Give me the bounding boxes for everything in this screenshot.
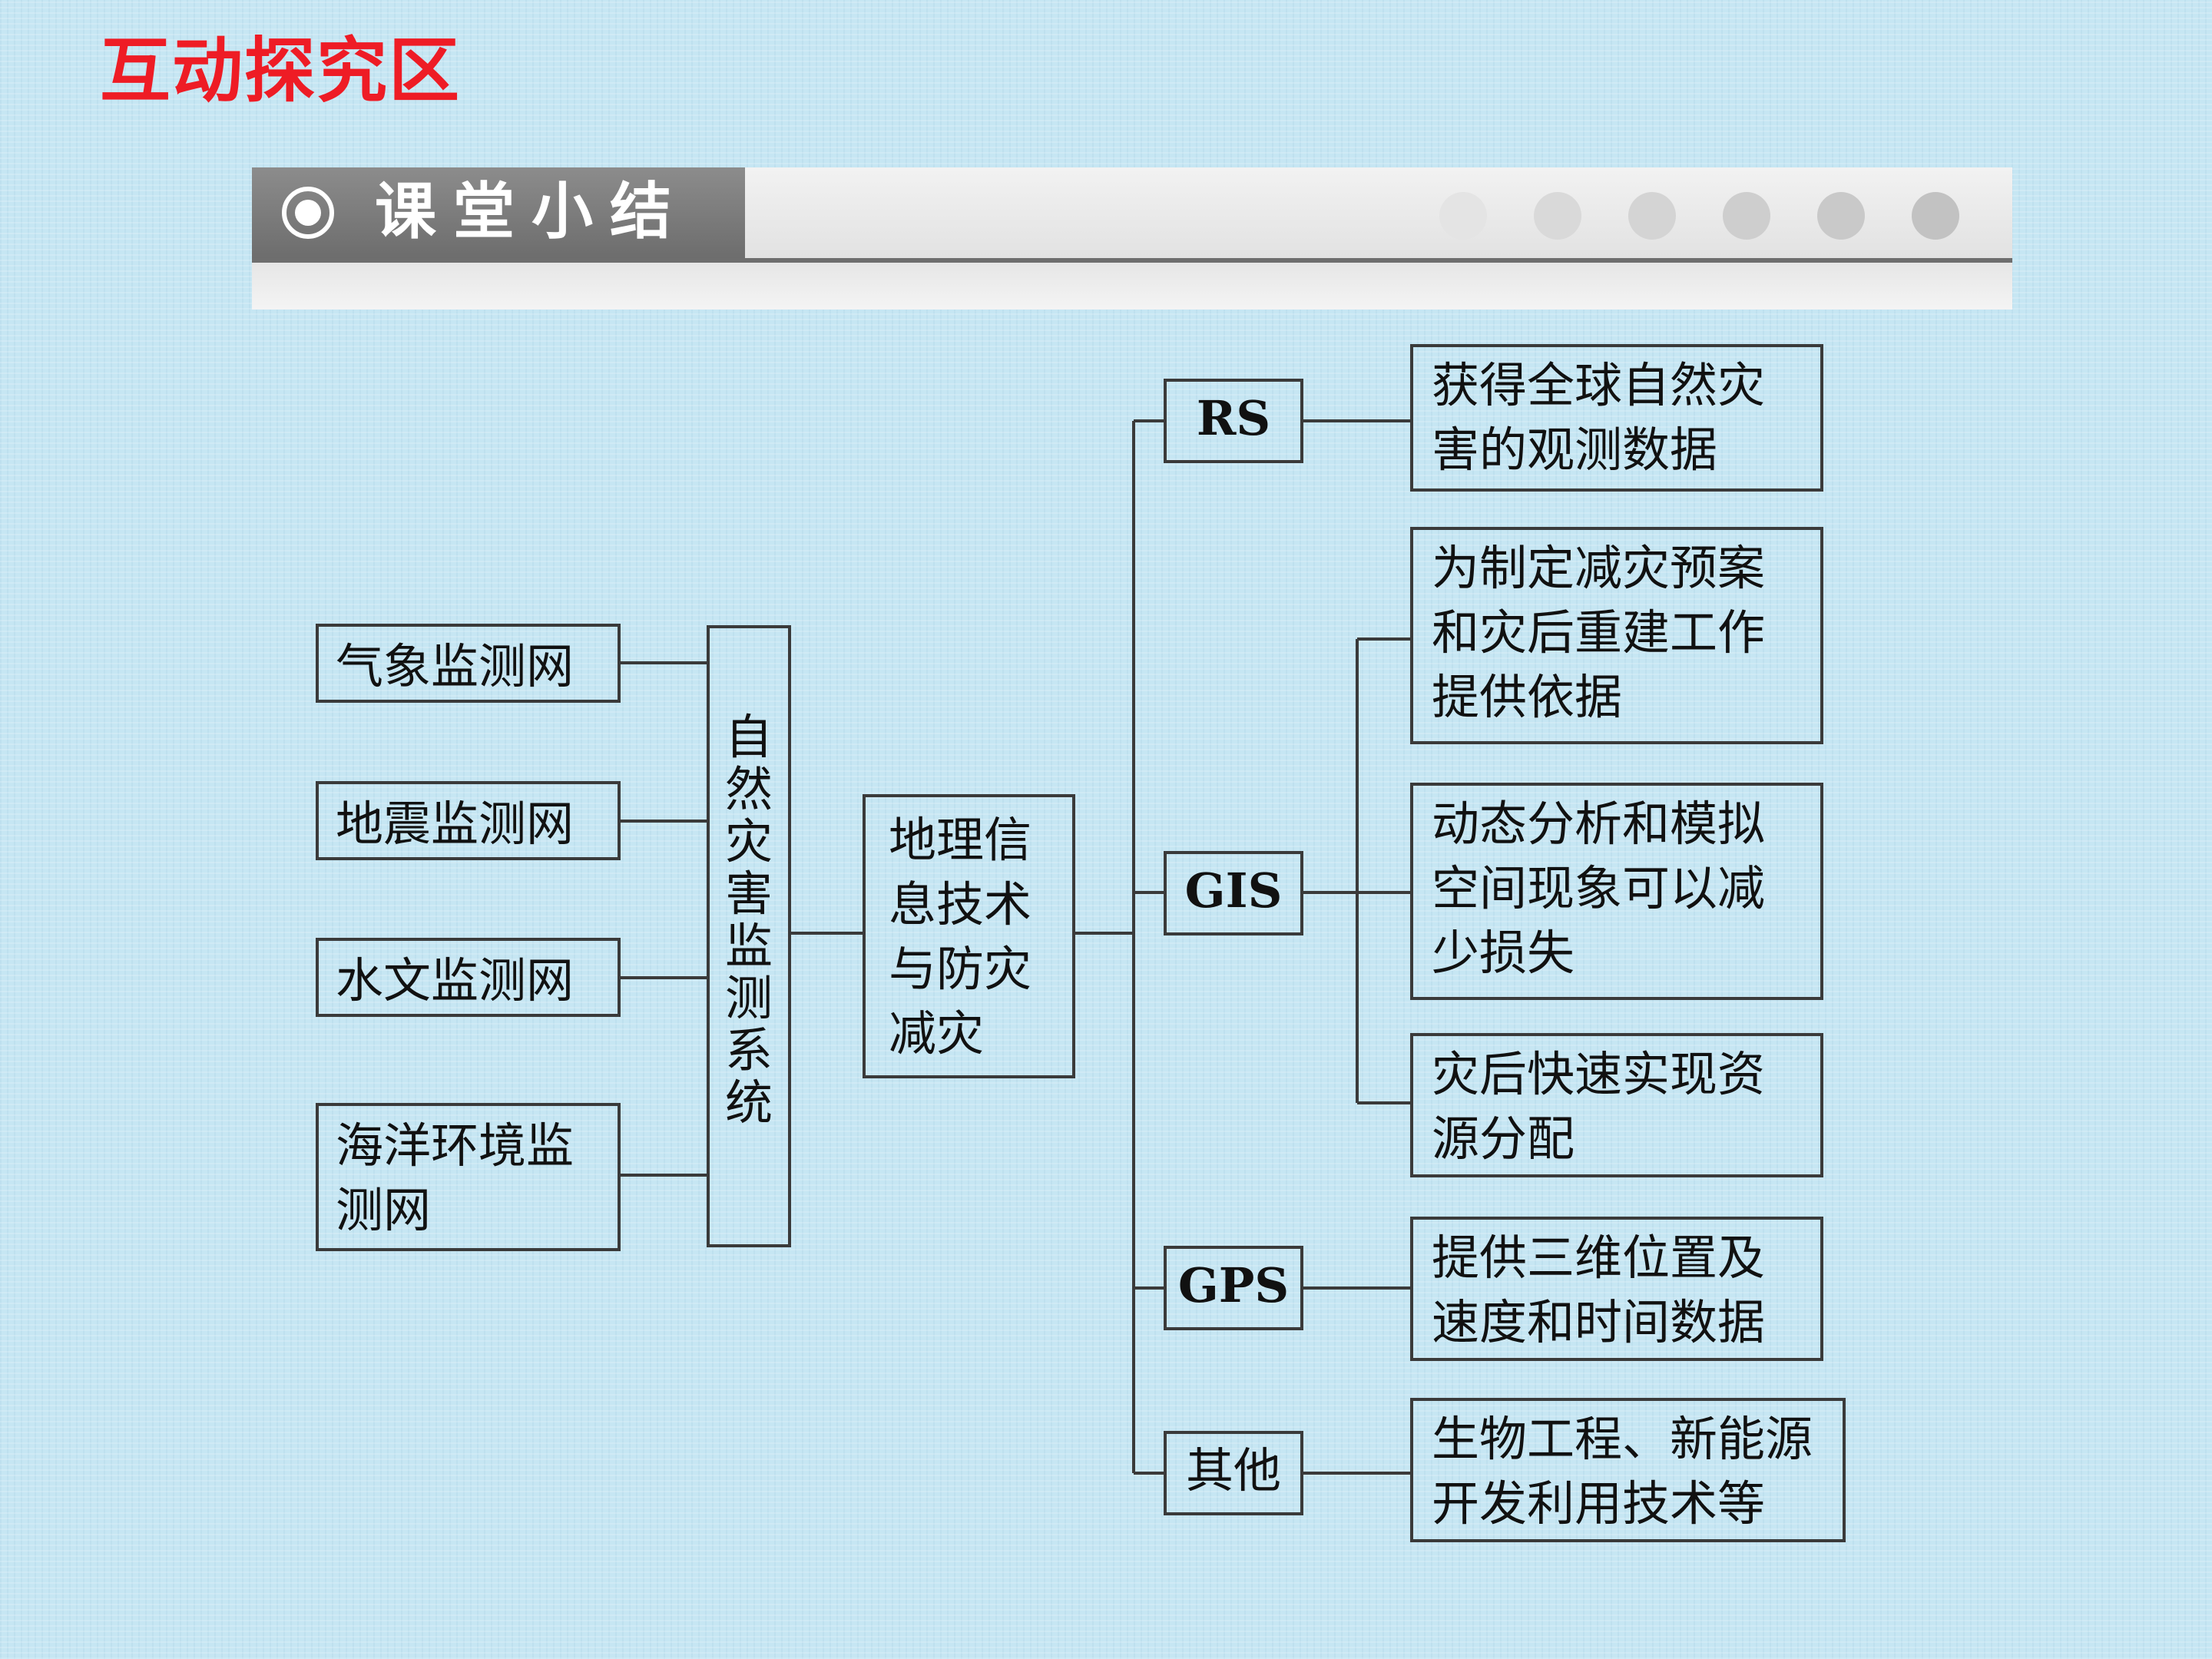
monitoring-system-box: 自然灾害监测系统 [707, 625, 791, 1247]
tech-label: RS [1196, 390, 1271, 446]
network-label: 气象监测网 [336, 638, 575, 694]
desc-text: 获得全球自然灾害的观测数据 [1432, 357, 1766, 478]
tech-label: GPS [1177, 1257, 1290, 1313]
banner-divider [252, 258, 2012, 263]
desc-rs: 获得全球自然灾害的观测数据 [1410, 344, 1823, 492]
banner-dot [1912, 192, 1959, 240]
banner-dot [1439, 192, 1487, 240]
network-label: 地震监测网 [336, 796, 575, 852]
page-title: 互动探究区 [100, 30, 462, 112]
desc-gis-2: 动态分析和模拟空间现象可以减少损失 [1410, 783, 1823, 1000]
desc-text: 动态分析和模拟空间现象可以减少损失 [1432, 796, 1766, 981]
network-label: 海洋环境监测网 [336, 1118, 575, 1238]
monitoring-system-label: 自然灾害监测系统 [725, 709, 773, 1131]
tech-gps: GPS [1164, 1246, 1303, 1330]
center-topic-label: 地理信息技术与防灾减灾 [889, 812, 1032, 1061]
section-banner: 课堂小结 [252, 167, 2012, 310]
banner-shadow [252, 263, 2012, 310]
network-ocean: 海洋环境监测网 [316, 1103, 621, 1251]
desc-text: 提供三维位置及速度和时间数据 [1432, 1230, 1766, 1350]
target-icon [282, 187, 334, 239]
tech-gis: GIS [1164, 851, 1303, 935]
banner-dot [1534, 192, 1581, 240]
network-hydrology: 水文监测网 [316, 938, 621, 1017]
network-label: 水文监测网 [336, 952, 575, 1008]
banner-tab: 课堂小结 [252, 167, 745, 258]
tech-other: 其他 [1164, 1431, 1303, 1515]
desc-other: 生物工程、新能源开发利用技术等 [1410, 1398, 1846, 1542]
banner-dot [1817, 192, 1865, 240]
desc-text: 生物工程、新能源开发利用技术等 [1432, 1411, 1813, 1532]
desc-gis-3: 灾后快速实现资源分配 [1410, 1033, 1823, 1177]
banner-label: 课堂小结 [375, 176, 688, 247]
tech-label: 其他 [1185, 1442, 1281, 1498]
network-earthquake: 地震监测网 [316, 781, 621, 860]
banner-dot [1628, 192, 1676, 240]
desc-gis-1: 为制定减灾预案和灾后重建工作提供依据 [1410, 527, 1823, 744]
center-topic-box: 地理信息技术与防灾减灾 [863, 794, 1075, 1078]
tech-rs: RS [1164, 379, 1303, 463]
network-weather: 气象监测网 [316, 624, 621, 703]
tech-label: GIS [1184, 863, 1283, 919]
desc-gps: 提供三维位置及速度和时间数据 [1410, 1217, 1823, 1361]
desc-text: 为制定减灾预案和灾后重建工作提供依据 [1432, 540, 1766, 725]
desc-text: 灾后快速实现资源分配 [1432, 1046, 1766, 1167]
banner-dot [1723, 192, 1770, 240]
